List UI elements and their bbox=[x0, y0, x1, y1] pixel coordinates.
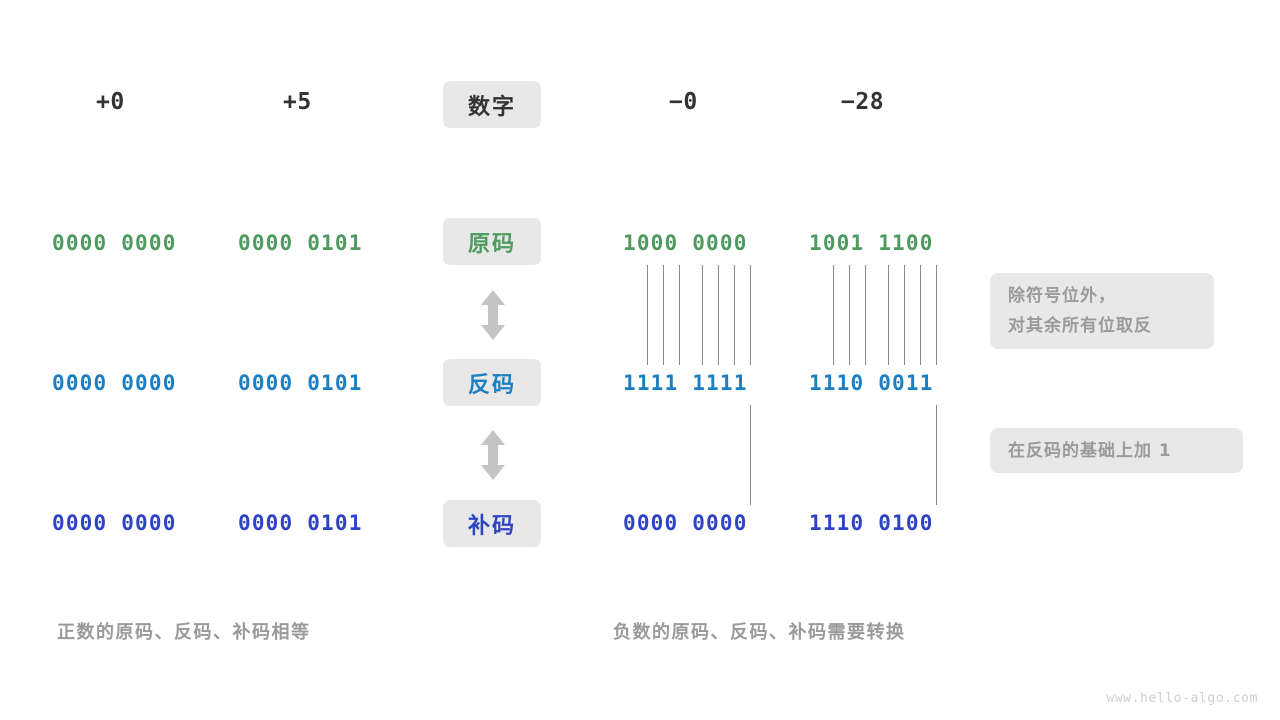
addone-connector-neg0 bbox=[750, 405, 751, 505]
sign-magnitude-pos0: 0000 0000 bbox=[52, 231, 177, 255]
caption-negative-numbers: 负数的原码、反码、补码需要转换 bbox=[613, 622, 906, 643]
header-value-neg28: −28 bbox=[841, 89, 885, 115]
twos-complement-neg0: 0000 0000 bbox=[623, 511, 748, 535]
invert-connector-neg0-bit5 bbox=[718, 265, 719, 365]
invert-connector-neg28-bit2 bbox=[849, 265, 850, 365]
header-value-pos0: +0 bbox=[96, 89, 125, 115]
caption-positive-numbers: 正数的原码、反码、补码相等 bbox=[57, 622, 311, 643]
note-add-one-line1: 在反码的基础上加 1 bbox=[1008, 440, 1172, 461]
twos-complement-pos5: 0000 0101 bbox=[238, 511, 363, 535]
sign-magnitude-pos5: 0000 0101 bbox=[238, 231, 363, 255]
row-label-twos-complement: 补码 bbox=[443, 500, 541, 547]
invert-connector-neg0-bit6 bbox=[734, 265, 735, 365]
note-add-one: 在反码的基础上加 1 bbox=[990, 428, 1243, 473]
row-label-number: 数字 bbox=[443, 81, 541, 128]
row-label-sign-magnitude: 原码 bbox=[443, 218, 541, 265]
header-value-neg0: −0 bbox=[669, 89, 698, 115]
sign-magnitude-neg0: 1000 0000 bbox=[623, 231, 748, 255]
note-invert-line2: 对其余所有位取反 bbox=[1008, 316, 1152, 336]
invert-connector-neg28-bit7 bbox=[936, 265, 937, 365]
double-arrow-vertical-icon-2 bbox=[478, 430, 508, 484]
header-value-pos5: +5 bbox=[283, 89, 312, 115]
ones-complement-neg28: 1110 0011 bbox=[809, 371, 934, 395]
note-invert-line1: 除符号位外， bbox=[1008, 286, 1116, 306]
ones-complement-pos0: 0000 0000 bbox=[52, 371, 177, 395]
twos-complement-neg28: 1110 0100 bbox=[809, 511, 934, 535]
invert-connector-neg0-bit7 bbox=[750, 265, 751, 365]
invert-connector-neg0-bit1 bbox=[647, 265, 648, 365]
twos-complement-pos0: 0000 0000 bbox=[52, 511, 177, 535]
invert-connector-neg28-bit3 bbox=[865, 265, 866, 365]
invert-connector-neg28-bit5 bbox=[904, 265, 905, 365]
row-label-ones-complement: 反码 bbox=[443, 359, 541, 406]
ones-complement-neg0: 1111 1111 bbox=[623, 371, 748, 395]
invert-connector-neg0-bit4 bbox=[702, 265, 703, 365]
invert-connector-neg28-bit4 bbox=[888, 265, 889, 365]
invert-connector-neg0-bit3 bbox=[679, 265, 680, 365]
double-arrow-vertical-icon bbox=[478, 290, 508, 344]
invert-connector-neg28-bit6 bbox=[920, 265, 921, 365]
sign-magnitude-neg28: 1001 1100 bbox=[809, 231, 934, 255]
note-invert-bits: 除符号位外， 对其余所有位取反 bbox=[990, 273, 1214, 349]
addone-connector-neg28 bbox=[936, 405, 937, 505]
invert-connector-neg0-bit2 bbox=[663, 265, 664, 365]
watermark: www.hello-algo.com bbox=[1106, 691, 1258, 706]
invert-connector-neg28-bit1 bbox=[833, 265, 834, 365]
ones-complement-pos5: 0000 0101 bbox=[238, 371, 363, 395]
